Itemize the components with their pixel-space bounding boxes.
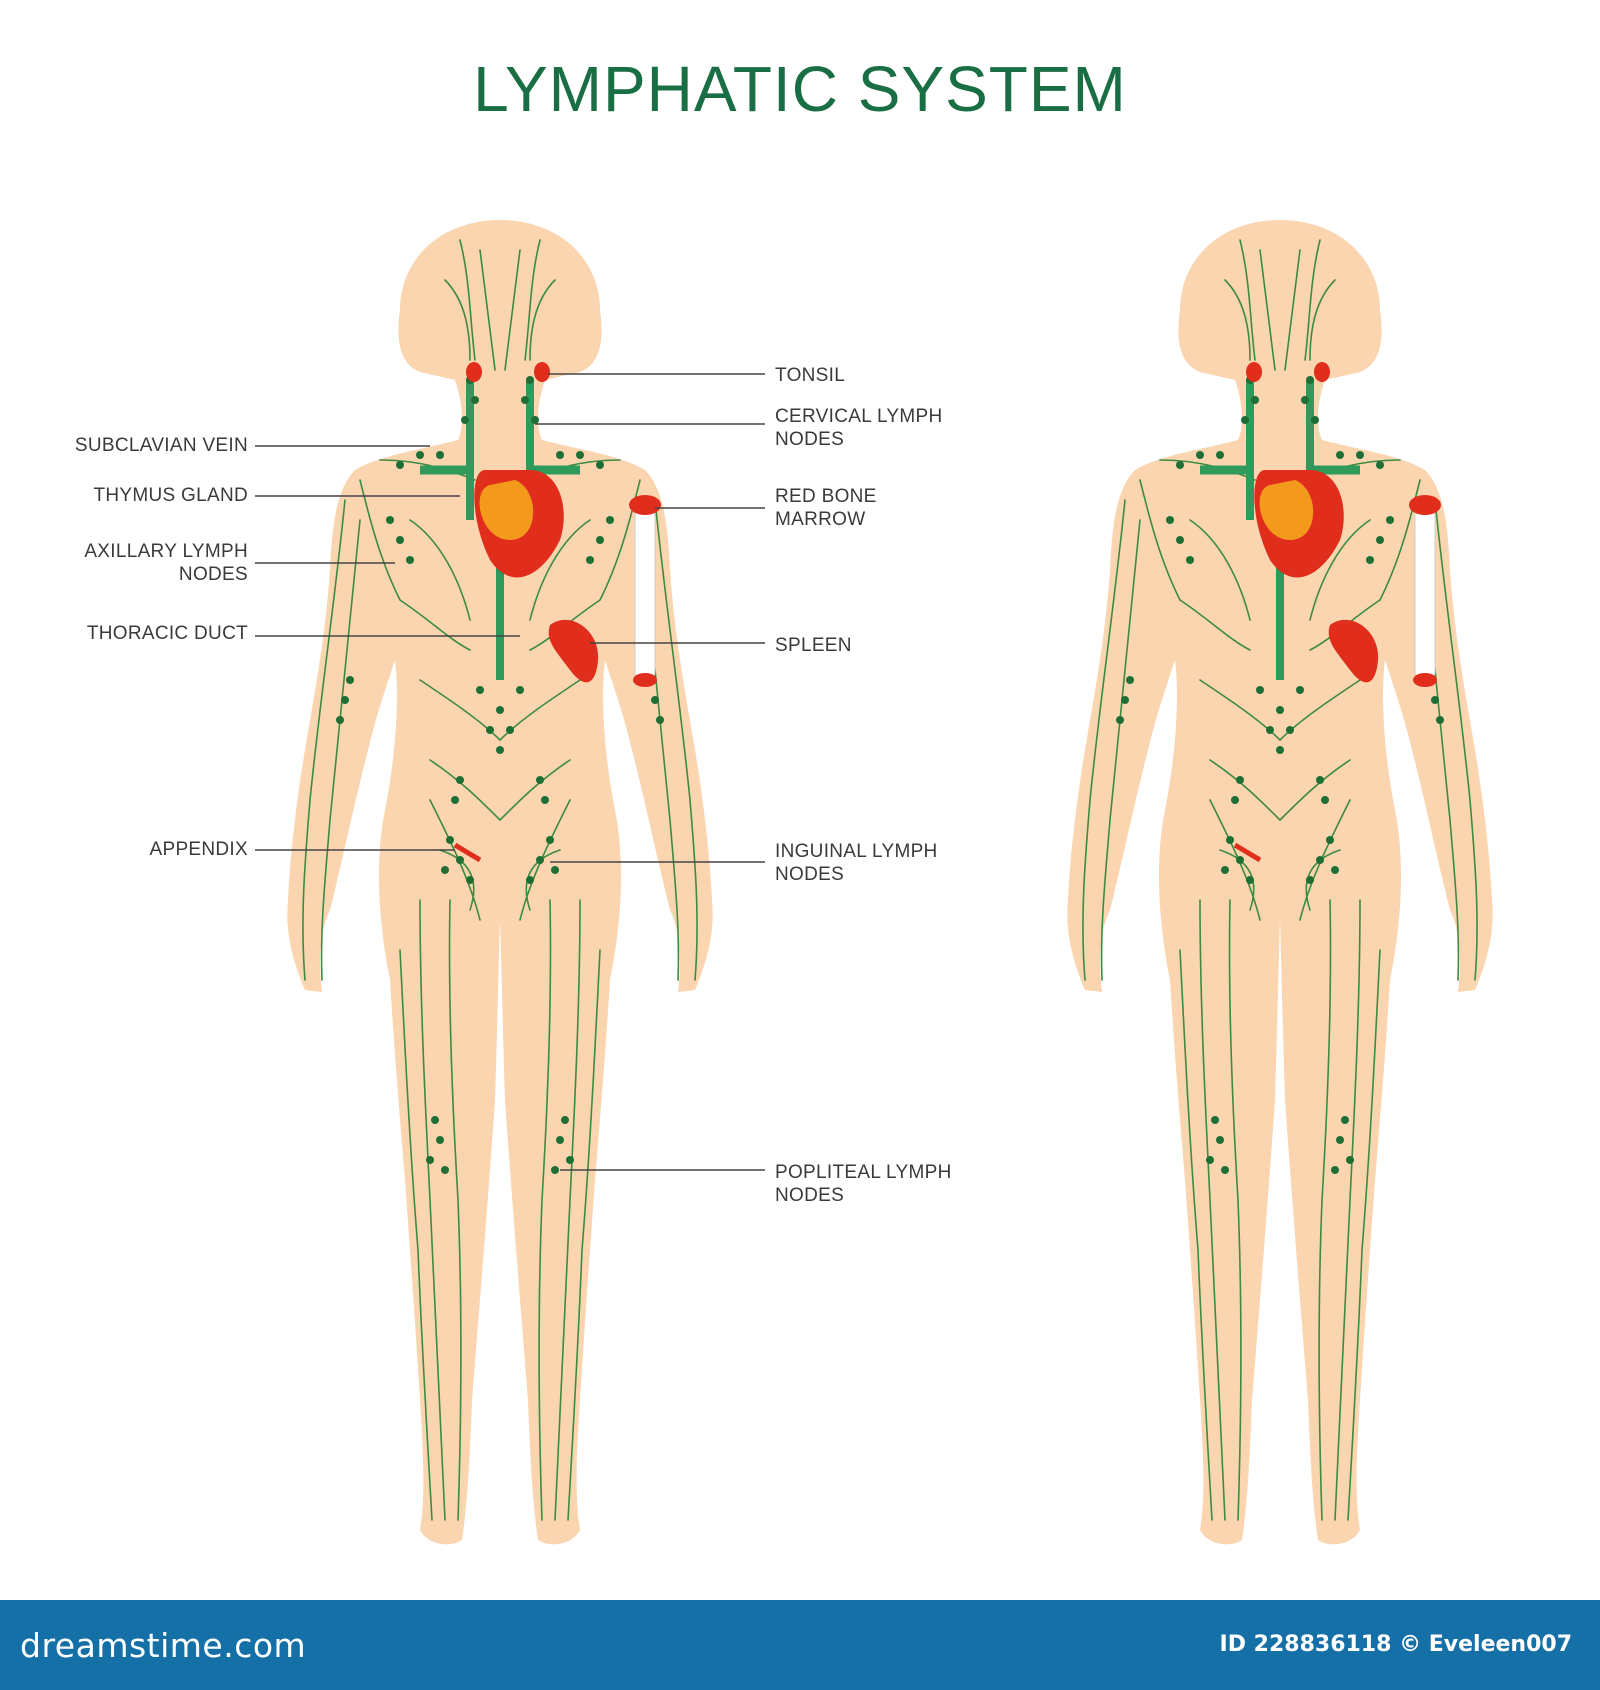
label-thoracic-duct: THORACIC DUCT (86, 623, 248, 644)
figure-front (287, 220, 713, 1545)
label-thymus-gland: THYMUS GLAND (93, 485, 248, 506)
bone-marrow-top (629, 495, 661, 515)
footer-bar: dreamstime.com ID 228836118 © Eveleen007 (0, 1600, 1600, 1690)
diagram-title: LYMPHATIC SYSTEM (473, 53, 1127, 125)
bone-marrow-bottom (633, 673, 657, 687)
tonsil-left (466, 362, 482, 382)
appendix (453, 842, 482, 863)
footer-image-id: ID 228836118 © Eveleen007 (1219, 1632, 1572, 1657)
tonsil-right (534, 362, 550, 382)
humerus-bone (634, 499, 656, 681)
label-subclavian-vein: SUBCLAVIAN VEIN (74, 435, 248, 456)
leader-lines (255, 373, 765, 1171)
label-spleen: SPLEEN (775, 635, 852, 656)
figure-back (1067, 220, 1493, 1545)
label-appendix: APPENDIX (149, 839, 248, 860)
label-tonsil: TONSIL (775, 365, 846, 386)
spleen (548, 619, 599, 683)
lymphatic-diagram (255, 220, 1493, 1545)
thymus (479, 480, 534, 540)
footer-brand: dreamstime.com (20, 1626, 307, 1665)
